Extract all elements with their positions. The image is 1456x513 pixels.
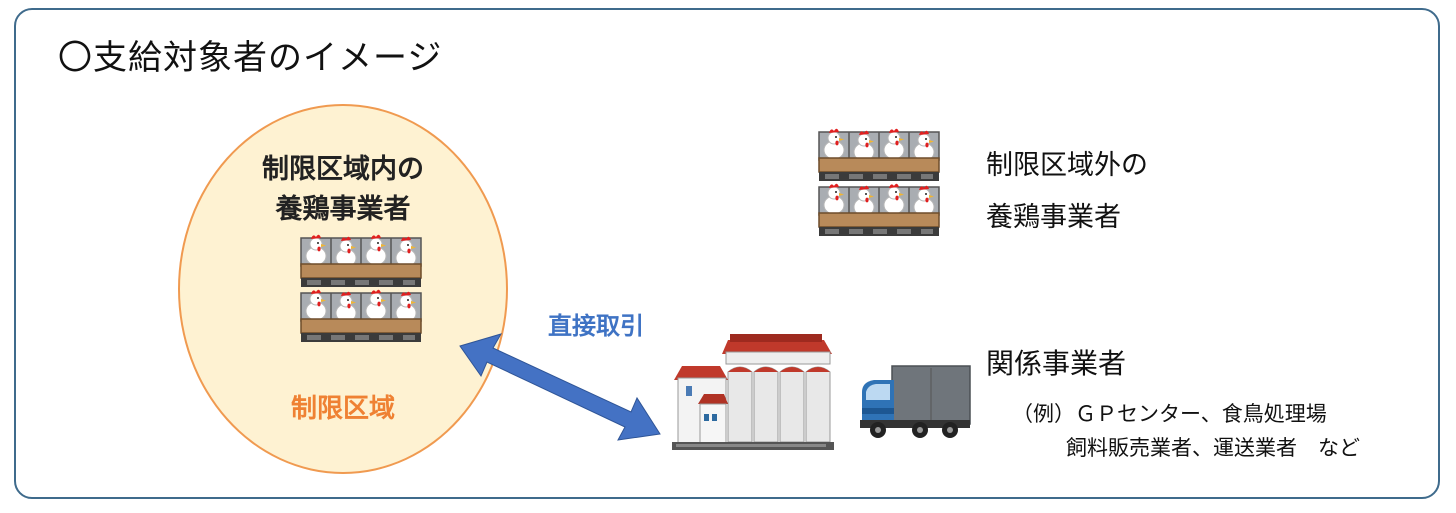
double-arrow-icon [459, 333, 661, 441]
feed-factory-icon [672, 334, 834, 450]
outside-label-line1: 制限区域外の [986, 150, 1148, 181]
inside-farmer-label: 制限区域内の 養鶏事業者 [178, 150, 508, 230]
chicken-cage-icon [300, 236, 422, 346]
inside-label-line1: 制限区域内の [262, 154, 424, 185]
related-example-line1: （例）ＧＰセンター、食鳥処理場 [1012, 402, 1327, 426]
truck-icon [860, 365, 971, 438]
page-title: 〇支給対象者のイメージ [58, 38, 443, 78]
outside-farmer-label: 制限区域外の 養鶏事業者 [986, 140, 1148, 244]
outer-frame [14, 8, 1440, 499]
related-business-title: 関係事業者 [986, 347, 1127, 380]
chicken-cage-icon [818, 130, 940, 240]
related-example-line2: 飼料販売業者、運送業者 など [1066, 436, 1360, 460]
zone-label: 制限区域 [290, 394, 395, 424]
inside-label-line2: 養鶏事業者 [275, 194, 411, 225]
direct-trade-label: 直接取引 [548, 312, 644, 340]
outside-label-line2: 養鶏事業者 [986, 202, 1121, 233]
restricted-zone-circle [178, 104, 508, 474]
